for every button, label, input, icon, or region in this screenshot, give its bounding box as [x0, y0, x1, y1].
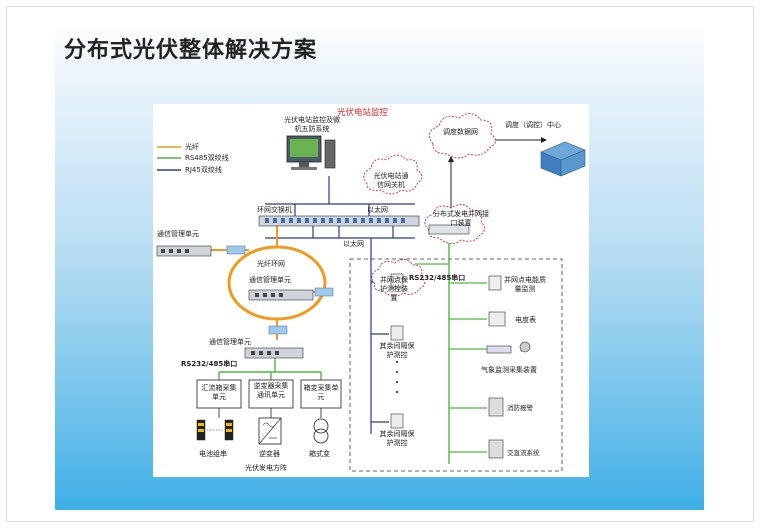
fire-alarm-label: 消防报警 — [507, 404, 533, 412]
legend-rs485-label: RS485双绞线 — [185, 154, 229, 162]
workstation-tower — [324, 139, 336, 169]
ethernet-label-1: 以太网 — [367, 206, 388, 214]
island-protect-label: 并网点保护测控装置 — [380, 276, 408, 302]
combiner-unit-box — [196, 379, 242, 409]
slide: 分布式光伏整体解决方案 — [55, 20, 704, 510]
station-region-box — [349, 258, 563, 472]
grid-device — [428, 224, 470, 235]
comm-unit-left-label: 通信管理单元 — [157, 230, 199, 238]
dispatch-center-label: 调度（调控）中心 — [505, 121, 561, 129]
comm-unit-bottom-label: 通信管理单元 — [209, 338, 251, 346]
station-monitor-label: 光伏电站监控及微机五防系统 — [284, 116, 340, 133]
page-title: 分布式光伏整体解决方案 — [64, 38, 318, 63]
gateway-cloud — [363, 154, 423, 195]
battery-string-label: 电池组串 — [199, 450, 227, 458]
ethernet-label-2: 以太网 — [343, 240, 364, 248]
other-protect-device-2 — [390, 413, 404, 429]
grid-device-label: 分布式发电并网接口装置 — [433, 210, 489, 227]
meter-label: 电度表 — [515, 316, 536, 324]
inverter-unit-label: 逆变器采集通讯单元 — [253, 382, 289, 399]
weather-label: 气象监测采集装置 — [481, 366, 537, 374]
legend-rj45-label: RJ45双绞线 — [185, 166, 222, 174]
diagram-top-title: 光伏电站监控 — [337, 108, 389, 118]
island-protect-device — [390, 273, 404, 289]
acdc-cabinet — [488, 439, 504, 459]
rs-port-bottom-label: RS232/485串口 — [181, 360, 238, 368]
inverter-label: 逆变器 — [259, 450, 280, 458]
other-protect-label-1: 其余间隔保护测控 — [379, 342, 415, 359]
other-protect-label-2: 其余间隔保护测控 — [379, 430, 415, 447]
rs-port-right-label: RS232/485串口 — [409, 274, 466, 282]
box-transformer-label: 箱式变 — [309, 450, 330, 458]
fiber-ring-label: 光纤环网 — [257, 260, 285, 268]
other-protect-device-1 — [390, 325, 404, 341]
inverter-icon — [258, 417, 282, 445]
acdc-system-label: 交直流系统 — [507, 449, 540, 457]
comm-unit-bottom-device — [244, 347, 304, 359]
power-quality-label: 并网点电能质量监测 — [504, 276, 546, 293]
comm-unit-ring-label: 通信管理单元 — [249, 276, 291, 284]
combiner-unit-label: 汇流箱采集单元 — [201, 384, 237, 401]
dispatch-network-label: 调度数据网 — [443, 128, 478, 136]
fire-alarm-cabinet — [488, 397, 504, 417]
pv-array-label: 光伏发电方阵 — [245, 464, 287, 472]
dispatch-cloud — [428, 113, 496, 159]
gateway-cloud-label: 光伏电站通信网关机 — [373, 172, 409, 189]
battery-string-icon — [196, 419, 234, 441]
ring-switch-label: 环网交换机 — [257, 206, 292, 214]
comm-unit-left-device — [156, 245, 212, 257]
inverter-unit-box — [248, 379, 294, 409]
transformer-unit-box — [300, 379, 342, 409]
weather-dish-icon — [519, 341, 531, 353]
architecture-diagram: 光伏电站监控 光纤 RS485双绞线 RJ45双绞线 光伏电站监控及微机五防系统… — [153, 104, 589, 477]
box-transformer-icon — [313, 418, 329, 444]
diagram-graphics — [156, 113, 586, 472]
meter-device — [488, 311, 506, 327]
dispatch-building — [540, 141, 586, 177]
legend-fiber-label: 光纤 — [185, 143, 199, 151]
weather-device — [486, 345, 512, 354]
transformer-unit-label: 箱变采集单元 — [303, 384, 339, 401]
power-quality-device — [488, 275, 502, 291]
